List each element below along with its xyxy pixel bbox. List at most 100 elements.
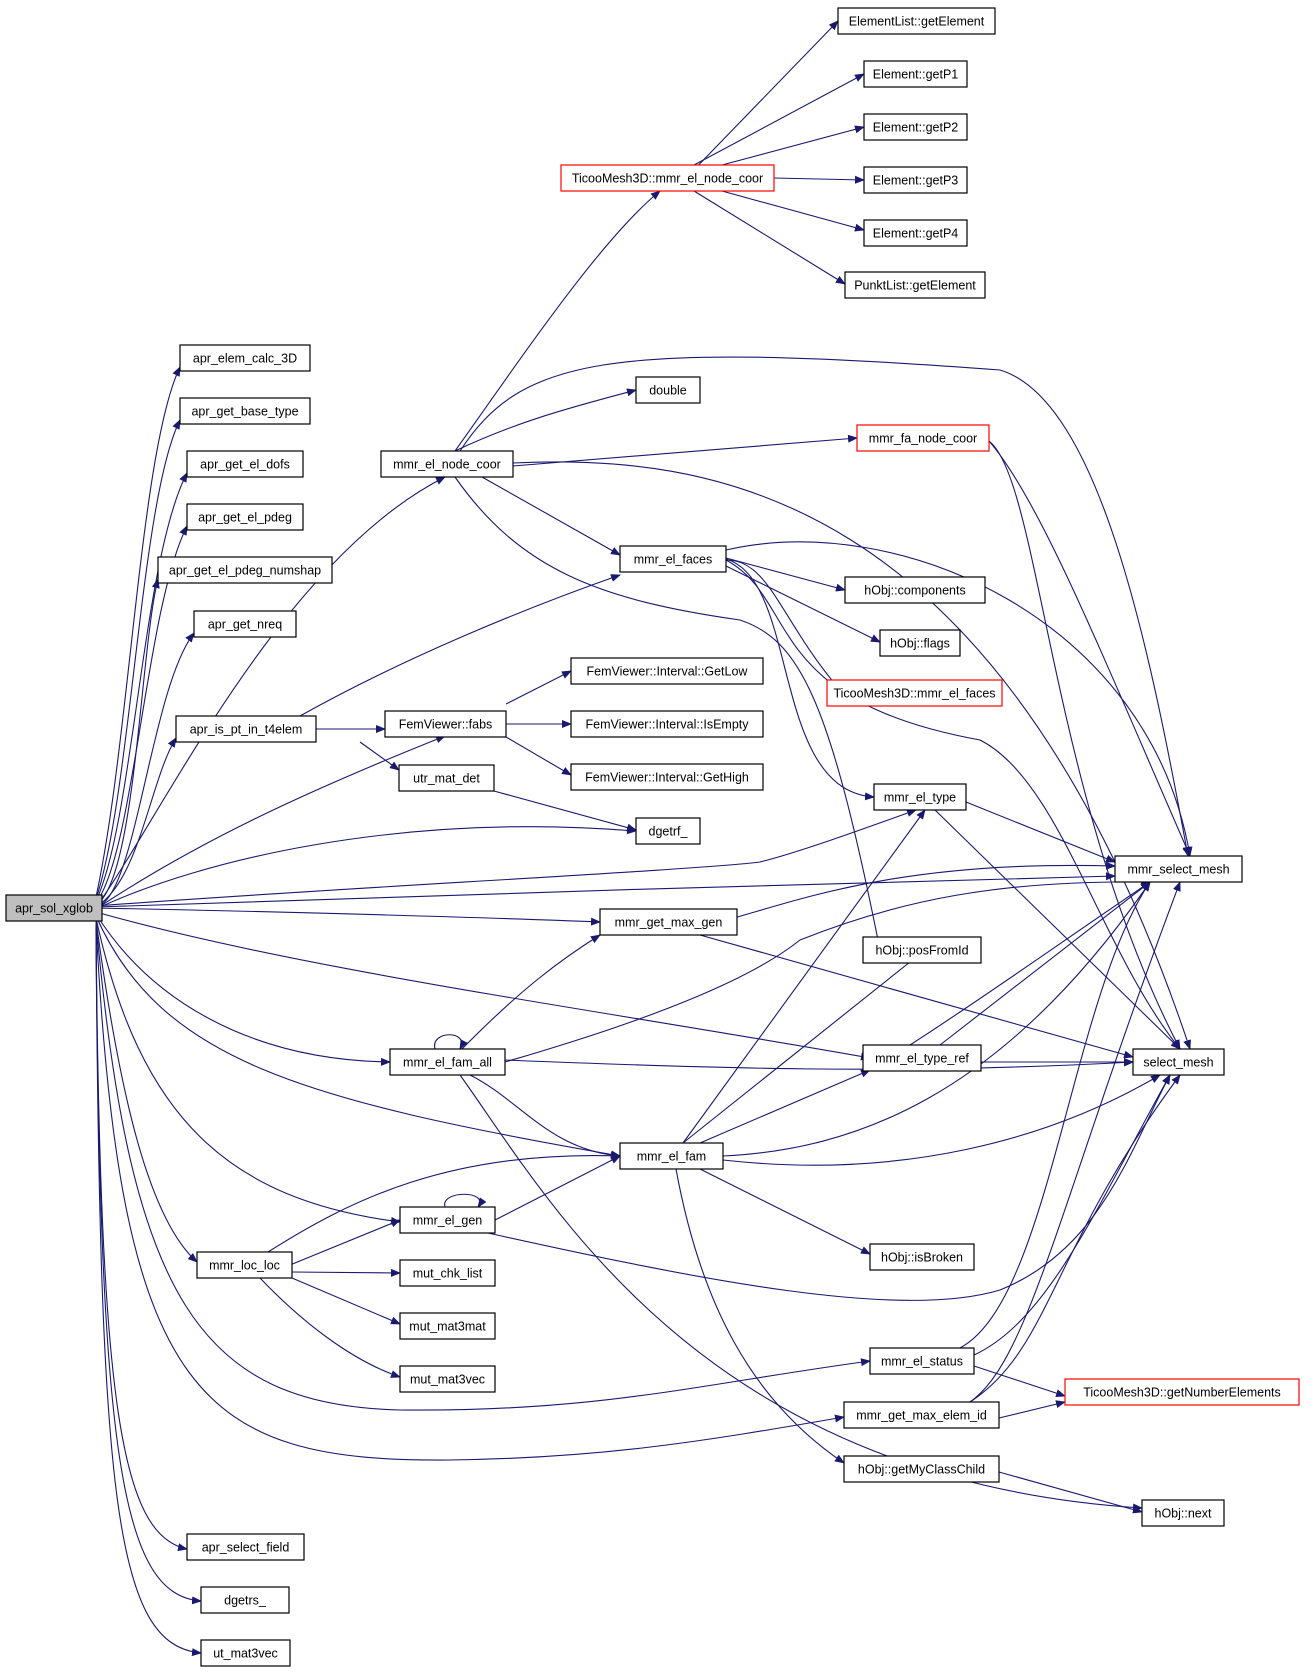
call-edge-to-n22 — [454, 388, 637, 452]
call-edge-to-n48 — [969, 1074, 1181, 1403]
node-box — [599, 908, 738, 936]
graph-node[interactable]: Element::getP4 — [863, 219, 968, 247]
graph-node[interactable]: ElementList::getElement — [837, 7, 996, 35]
graph-node[interactable]: hObj::getMyClassChild — [843, 1455, 1000, 1483]
call-edge-to-n40 — [95, 809, 917, 907]
call-edge-to-n18 — [291, 1268, 401, 1277]
node-label: TicooMesh3D::mmr_el_faces — [833, 687, 995, 701]
graph-node[interactable]: mmr_loc_loc — [196, 1251, 293, 1279]
call-edge-to-n47 — [504, 877, 1151, 1063]
call-edge-to-n48 — [934, 809, 1181, 1050]
node-label: apr_get_el_dofs — [200, 458, 290, 472]
call-edge-to-n49 — [998, 1400, 1066, 1419]
graph-node[interactable]: hObj::isBroken — [869, 1243, 975, 1271]
node-box — [570, 657, 764, 685]
graph-node[interactable]: mmr_el_gen — [399, 1206, 496, 1234]
graph-node[interactable]: mmr_fa_node_coor — [856, 424, 990, 452]
graph-node[interactable]: mut_mat3mat — [399, 1312, 496, 1340]
graph-node[interactable]: select_mesh — [1132, 1048, 1225, 1076]
node-box — [869, 1243, 975, 1271]
graph-node[interactable]: mut_mat3vec — [399, 1365, 496, 1393]
graph-node[interactable]: double — [635, 376, 701, 404]
node-label: mut_mat3vec — [410, 1373, 485, 1387]
graph-node[interactable]: mmr_select_mesh — [1114, 855, 1243, 883]
graph-node[interactable]: TicooMesh3D::mmr_el_faces — [826, 679, 1003, 707]
graph-node[interactable]: utr_mat_det — [398, 764, 495, 792]
graph-node[interactable]: hObj::flags — [879, 629, 961, 657]
node-box — [869, 1347, 975, 1375]
graph-node[interactable]: PunktList::getElement — [844, 271, 986, 299]
graph-node[interactable]: apr_get_nreq — [193, 610, 297, 638]
call-edge-to-n29 — [494, 1155, 621, 1221]
graph-node[interactable]: apr_get_el_pdeg_numshap — [157, 556, 333, 584]
node-box — [619, 1142, 724, 1170]
call-edge-to-n42 — [95, 911, 871, 1061]
graph-node[interactable]: TicooMesh3D::getNumberElements — [1064, 1378, 1300, 1406]
node-box — [873, 783, 967, 811]
graph-node[interactable]: mmr_get_max_elem_id — [843, 1401, 1000, 1429]
node-label: mmr_fa_node_coor — [869, 432, 977, 446]
call-edge-to-n47 — [965, 801, 1116, 863]
node-label: mmr_el_gen — [413, 1214, 483, 1228]
graph-node[interactable]: FemViewer::fabs — [384, 710, 507, 738]
graph-node[interactable]: mmr_el_fam_all — [389, 1048, 506, 1076]
node-box — [856, 424, 990, 452]
node-label: dgetrs_ — [224, 1594, 267, 1608]
call-edge-to-n17 — [289, 1219, 401, 1266]
graph-node[interactable]: apr_get_el_pdeg — [186, 503, 304, 531]
graph-node[interactable]: hObj::posFromId — [862, 936, 982, 964]
graph-node[interactable]: FemViewer::Interval::IsEmpty — [570, 710, 764, 738]
graph-node[interactable]: mmr_el_status — [869, 1347, 975, 1375]
graph-node[interactable]: mmr_get_max_gen — [599, 908, 738, 936]
graph-node[interactable]: mut_chk_list — [399, 1259, 496, 1287]
call-edge-to-n29 — [469, 1074, 621, 1160]
node-label: hObj::next — [1155, 1507, 1213, 1521]
graph-node[interactable]: hObj::next — [1141, 1499, 1225, 1527]
node-label: ut_mat3vec — [213, 1647, 278, 1661]
graph-node[interactable]: FemViewer::Interval::GetHigh — [570, 763, 764, 791]
node-box — [1064, 1378, 1300, 1406]
node-label: TicooMesh3D::getNumberElements — [1083, 1386, 1281, 1400]
node-label: ElementList::getElement — [849, 15, 985, 29]
node-label: dgetrf_ — [649, 825, 689, 839]
call-edge-to-n41 — [454, 476, 883, 951]
node-label: hObj::posFromId — [875, 944, 968, 958]
graph-node[interactable]: apr_get_el_dofs — [186, 450, 304, 478]
node-box — [635, 817, 701, 845]
graph-node[interactable]: TicooMesh3D::mmr_el_node_coor — [560, 164, 775, 192]
graph-node[interactable]: mmr_el_faces — [619, 545, 727, 573]
node-box — [843, 1455, 1000, 1483]
node-label: mmr_el_type_ref — [875, 1052, 969, 1066]
call-edge-to-n41 — [682, 949, 926, 1144]
call-edge-to-n35 — [693, 190, 846, 285]
call-edge-to-n15 — [359, 741, 400, 771]
graph-node[interactable]: mmr_el_type_ref — [862, 1044, 982, 1072]
node-box — [196, 1251, 293, 1279]
graph-node[interactable]: apr_elem_calc_3D — [179, 344, 311, 372]
graph-node[interactable]: ut_mat3vec — [200, 1639, 291, 1667]
node-box — [570, 710, 764, 738]
node-label: select_mesh — [1143, 1056, 1213, 1070]
graph-node[interactable]: mmr_el_node_coor — [380, 450, 514, 478]
graph-node[interactable]: apr_is_pt_in_t4elem — [175, 715, 317, 743]
node-label: mut_chk_list — [413, 1267, 483, 1281]
graph-node[interactable]: mmr_el_type — [873, 783, 967, 811]
node-label: apr_select_field — [202, 1541, 290, 1555]
call-edge-to-n27 — [95, 826, 637, 910]
graph-node[interactable]: dgetrf_ — [635, 817, 701, 845]
graph-node[interactable]: hObj::components — [844, 576, 986, 604]
graph-node[interactable]: Element::getP3 — [863, 166, 968, 194]
graph-node[interactable]: Element::getP2 — [863, 113, 968, 141]
node-label: Element::getP4 — [873, 227, 959, 241]
node-label: hObj::flags — [890, 637, 950, 651]
node-label: apr_is_pt_in_t4elem — [190, 723, 303, 737]
graph-node[interactable]: apr_select_field — [186, 1533, 305, 1561]
call-edge-to-n7 — [95, 632, 195, 908]
graph-node[interactable]: apr_get_base_type — [179, 397, 311, 425]
graph-node[interactable]: FemViewer::Interval::GetLow — [570, 657, 764, 685]
graph-node[interactable]: Element::getP1 — [863, 60, 968, 88]
node-box — [863, 113, 968, 141]
graph-node[interactable]: mmr_el_fam — [619, 1142, 724, 1170]
graph-node[interactable]: apr_sol_xglob — [5, 894, 103, 922]
graph-node[interactable]: dgetrs_ — [200, 1586, 290, 1614]
